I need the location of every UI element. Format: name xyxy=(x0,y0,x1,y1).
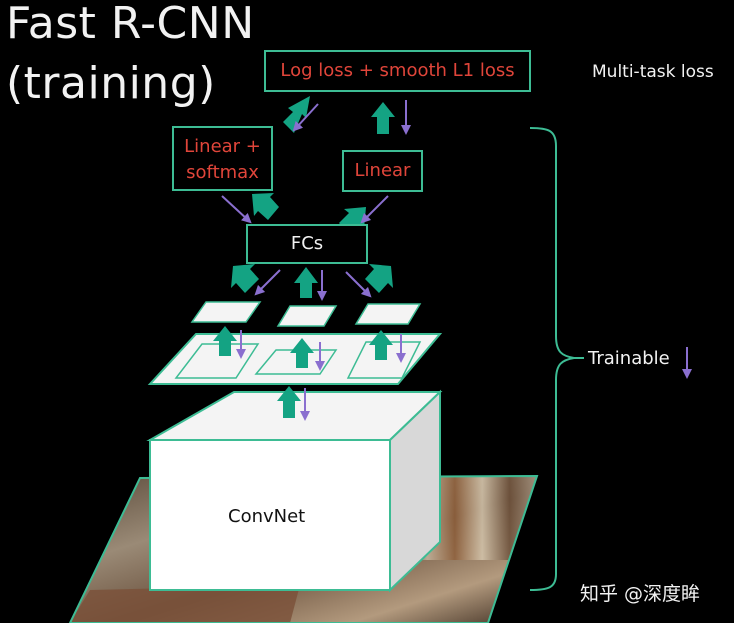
loss-box: Log loss + smooth L1 loss xyxy=(264,50,531,92)
fcs-box: FCs xyxy=(246,224,368,264)
forward-arrows xyxy=(213,96,395,418)
feature-map-plane xyxy=(147,333,443,385)
linear-softmax-line-2: softmax xyxy=(186,162,259,183)
linear-box: Linear xyxy=(342,150,423,192)
title-line-2: (training) xyxy=(6,58,216,109)
linear-softmax-box: Linear + softmax xyxy=(172,126,273,191)
trainable-brace xyxy=(529,127,575,591)
trainable-label: Trainable xyxy=(588,348,670,369)
convnet-box xyxy=(146,389,443,593)
linear-softmax-line-1: Linear + xyxy=(184,136,261,157)
backward-arrows xyxy=(221,100,692,421)
convnet-label: ConvNet xyxy=(228,506,306,527)
multi-task-loss-label: Multi-task loss xyxy=(592,62,714,82)
title-line-1: Fast R-CNN xyxy=(6,0,255,49)
watermark: 知乎 @深度眸 xyxy=(580,583,701,605)
roi-pooled-features xyxy=(190,301,422,327)
